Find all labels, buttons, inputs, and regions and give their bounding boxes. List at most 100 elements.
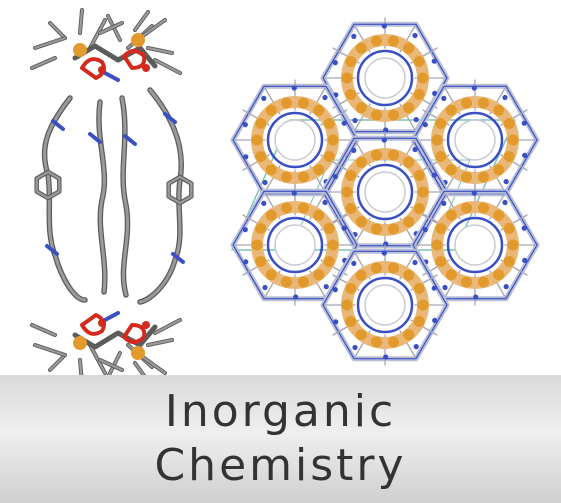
rosette-nitrogen-atom <box>351 147 357 153</box>
framework-rosette-lower-left <box>230 184 360 306</box>
rosette-metal-atom <box>445 104 457 116</box>
rosette-nitrogen-atom <box>351 33 357 40</box>
rosette-nitrogen-atom <box>291 85 297 91</box>
rosette-metal-atom <box>445 164 457 176</box>
rosette-metal-atom <box>388 35 399 47</box>
cap-ligand-stick-highlight <box>33 343 67 357</box>
rosette-metal-atom <box>251 134 263 146</box>
rosette-metal-atom <box>388 223 399 235</box>
rosette-metal-atom <box>435 151 447 162</box>
rosette-metal-atom <box>403 216 415 228</box>
rosette-pore <box>454 119 496 161</box>
rosette-nitrogen-ring <box>446 111 504 169</box>
rosette-nitrogen-ring <box>266 111 324 169</box>
rosette-metal-atom <box>265 209 277 221</box>
rosette-metal-atom <box>403 42 415 54</box>
cap-ligand-stick-highlight <box>88 343 107 375</box>
cage-nitrogen-link <box>123 134 137 146</box>
rosette-pore <box>364 171 406 213</box>
cap-ligand-stick-highlight <box>153 58 182 75</box>
rosette-nitrogen-atom <box>243 259 249 265</box>
rosette-metal-atom <box>341 299 353 311</box>
rosette-metal-atom <box>413 89 425 100</box>
framework-rosette-lower-right <box>410 184 540 306</box>
rosette-metal-atom <box>345 89 357 100</box>
cage-nitrogen-link <box>171 252 185 264</box>
cap-ligand-stick-highlight <box>48 21 67 40</box>
rosette-nitrogen-atom <box>261 95 267 101</box>
rosette-metal-atom <box>388 262 399 274</box>
cap-ligand-stick-highlight <box>138 18 167 40</box>
rosette-metal-atom <box>461 276 472 288</box>
rosette-nitrogen-atom <box>332 287 338 293</box>
rosette-metal-atom <box>251 239 263 251</box>
cap-oxygen-ring <box>122 323 147 344</box>
rosette-metal-atom <box>417 186 429 198</box>
cap-ligand-stick-highlight <box>138 353 167 375</box>
rosette-metal-atom <box>493 269 505 281</box>
rosette-metal-atom <box>355 329 367 341</box>
rosette-metal-atom <box>403 156 415 168</box>
rosette-metal-atom <box>355 269 367 281</box>
cap-ligand-stick-highlight <box>48 353 67 372</box>
cap-metal-atom <box>131 346 145 360</box>
cage-nitrogen-link <box>88 132 102 144</box>
rosette-metal-atom <box>371 35 382 47</box>
rosette-nitrogen-atom <box>333 319 339 325</box>
rosette-outer-hexagon-bonds <box>322 250 448 360</box>
rosette-nitrogen-atom <box>243 154 249 160</box>
rosette-nitrogen-atom <box>522 152 528 158</box>
cap-ligand-stick-highlight <box>78 8 84 35</box>
rosette-metal-atom <box>461 97 472 109</box>
cap-oxygen-ring <box>80 57 106 80</box>
rosette-metal-atom <box>298 171 309 183</box>
rosette-metal-atom <box>461 202 472 214</box>
rosette-nitrogen-atom <box>242 227 248 233</box>
rosette-pore <box>274 119 316 161</box>
rosette-metal-atom <box>265 164 277 176</box>
rosette-metal-atom <box>371 336 382 348</box>
rosette-metal-atom <box>413 170 425 181</box>
rosette-metal-atom <box>503 118 515 129</box>
rosette-nitrogen-ring <box>356 276 414 334</box>
rosette-metal-atom <box>323 151 335 162</box>
rosette-metal-atom <box>507 239 519 251</box>
rosette-metal-atom <box>327 134 339 146</box>
rosette-nitrogen-atom <box>431 58 437 64</box>
rosette-metal-atom <box>388 109 399 121</box>
rosette-metal-atom <box>341 186 353 198</box>
rosette-metal-atom <box>493 209 505 221</box>
rosette-metal-atom <box>313 104 325 116</box>
cage-pillar-highlight <box>138 88 183 304</box>
cap-metal-atom <box>131 33 145 47</box>
rosette-nitrogen-atom <box>471 190 477 196</box>
cap-oxygen-ring <box>122 49 147 70</box>
rosette-metal-atom <box>388 149 399 161</box>
rosette-nitrogen-atom <box>502 199 508 206</box>
banner-title-line-1: Inorganic <box>164 386 397 437</box>
rosette-metal-atom <box>313 164 325 176</box>
rosette-metal-atom <box>265 104 277 116</box>
cap-oxygen-atom <box>98 319 106 327</box>
framework-rosette-center <box>320 131 450 253</box>
rosette-nitrogen-atom <box>341 120 347 126</box>
rosette-nitrogen-atom <box>412 146 418 153</box>
molecular-cage-structure <box>30 8 194 375</box>
rosette-metal-atom <box>298 97 309 109</box>
rosette-pore <box>364 57 406 99</box>
rosette-nitrogen-atom <box>381 23 387 29</box>
framework-rosette-upper-right <box>410 79 540 201</box>
banner-title-line-2: Chemistry <box>154 440 407 491</box>
framework-rosette-bottom <box>320 244 450 366</box>
cage-nitrogen-link <box>51 119 65 131</box>
rosette-nitrogen-atom <box>412 32 418 39</box>
rosette-metal-atom <box>413 203 425 214</box>
rosette-metal-atom <box>493 104 505 116</box>
rosette-metal-atom <box>281 171 292 183</box>
rosette-nitrogen-atom <box>341 225 347 231</box>
rosette-nitrogen-atom <box>383 354 389 360</box>
rosette-metal-atom <box>313 209 325 221</box>
cap-ligand-stick-highlight <box>98 21 124 35</box>
phenyl-ring-right-highlight <box>167 175 193 205</box>
rosette-nitrogen-atom <box>261 200 267 206</box>
